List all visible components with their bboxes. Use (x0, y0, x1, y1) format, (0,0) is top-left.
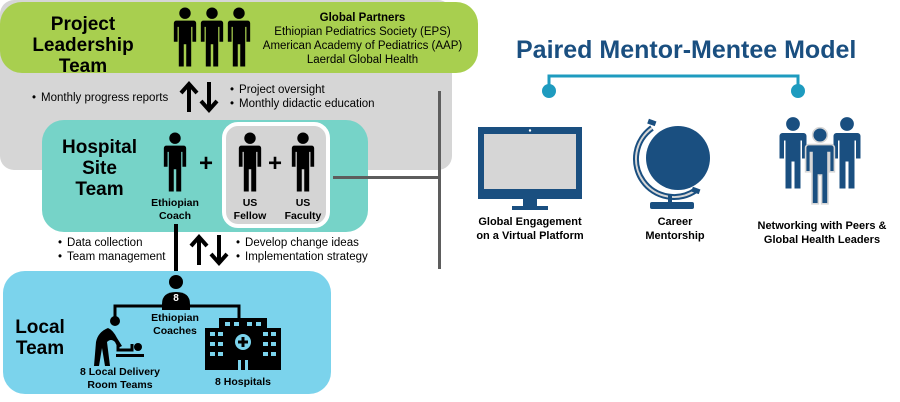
downward-guidance-list: Project oversight Monthly didactic educa… (230, 83, 375, 111)
bullet-item: Project oversight (230, 83, 375, 97)
ethiopian-coach-icon (163, 132, 187, 192)
us-faculty-icon (291, 132, 315, 192)
delivery-room-teams-label: 8 Local Delivery Room Teams (80, 366, 160, 391)
delivery-room-icon (94, 316, 144, 366)
data-management-list: Data collection Team management (58, 236, 165, 264)
us-faculty-label: US Faculty (284, 197, 322, 222)
mentor-item-label: Career Mentorship (645, 216, 705, 242)
partner-item: American Academy of Pediatrics (AAP) (262, 40, 463, 52)
partners-heading: Global Partners (319, 12, 406, 24)
hospital-building-icon (205, 318, 281, 370)
bullet-item: Implementation strategy (236, 250, 368, 264)
connector-line (333, 176, 439, 179)
up-down-arrows-icon (179, 80, 219, 114)
bullet-item: Develop change ideas (236, 236, 368, 250)
bullet-item: Data collection (58, 236, 165, 250)
us-fellow-icon (238, 132, 262, 192)
bullet-item: Monthly didactic education (230, 97, 375, 111)
upward-reports-list: Monthly progress reports (32, 91, 168, 105)
vertical-connector (174, 224, 178, 276)
mentor-bracket-connector (542, 74, 805, 98)
plus-sign: + (268, 150, 283, 177)
global-partners: Global Partners Ethiopian Pediatrics Soc… (250, 11, 475, 67)
ethiopian-coach-label: Ethiopian Coach (151, 197, 199, 222)
mentor-item-label: Global Engagement on a Virtual Platform (476, 216, 584, 242)
hospitals-label: 8 Hospitals (214, 376, 272, 388)
ethiopian-coaches-label: Ethiopian Coaches (151, 312, 199, 337)
coaches-tree-icon (113, 275, 241, 321)
change-strategy-list: Develop change ideas Implementation stra… (236, 236, 368, 264)
site-team-title: Hospital Site Team (62, 137, 137, 200)
up-down-arrows-icon (189, 233, 229, 267)
us-fellow-label: US Fellow (233, 197, 267, 222)
us-team-box (222, 122, 330, 228)
monitor-icon (478, 127, 582, 210)
plus-sign: + (199, 150, 214, 177)
partner-item: Laerdal Global Health (306, 54, 419, 66)
globe-icon (633, 118, 710, 209)
leadership-title: Project Leadership Team (32, 14, 134, 77)
bullet-item: Team management (58, 250, 165, 264)
divider-line (438, 91, 441, 269)
local-team-title: Local Team (15, 317, 65, 359)
leadership-people-icon (173, 7, 251, 67)
coach-count: 8 (173, 293, 179, 304)
bullet-item: Monthly progress reports (32, 91, 168, 105)
people-group-icon (779, 117, 861, 205)
mentor-item-label: Networking with Peers & Global Health Le… (757, 220, 887, 246)
mentor-model-title: Paired Mentor-Mentee Model (516, 36, 857, 64)
partner-item: Ethiopian Pediatrics Society (EPS) (274, 26, 451, 38)
